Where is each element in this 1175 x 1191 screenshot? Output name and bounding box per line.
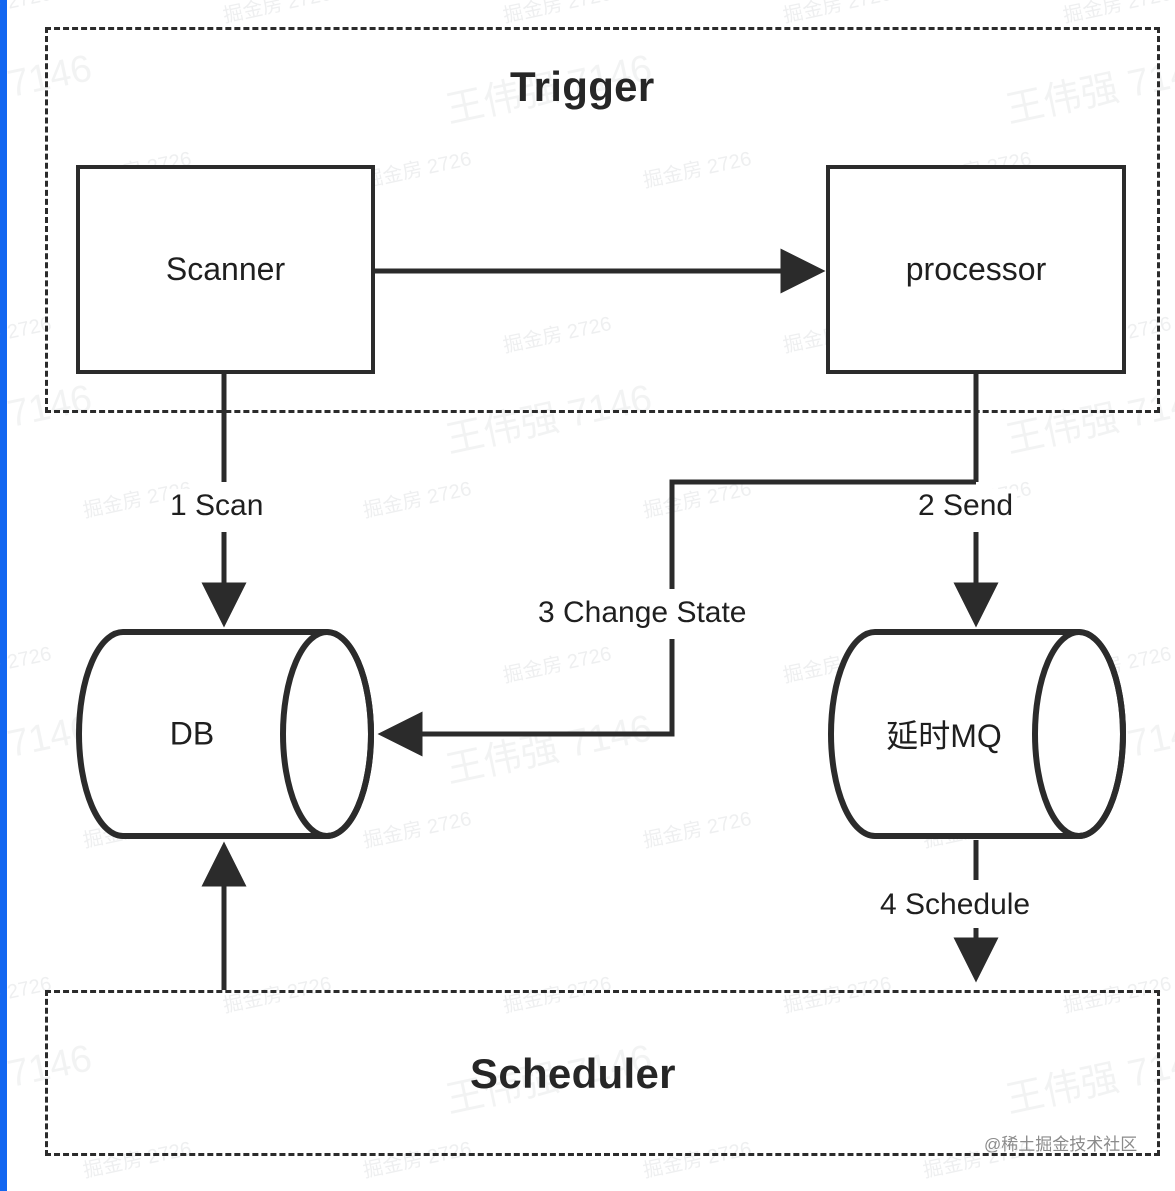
watermark-secondary: 掘金房 2726 <box>501 0 614 28</box>
watermark-secondary: 掘金房 2726 <box>641 477 754 523</box>
mq-cylinder-shape <box>828 629 1126 839</box>
left-accent-rail <box>0 0 7 1191</box>
node-processor[interactable]: processor <box>826 165 1126 374</box>
edge-label-change-state: 3 Change State <box>534 596 751 630</box>
node-mq[interactable]: 延时MQ <box>827 628 1127 840</box>
group-trigger-title: Trigger <box>510 63 655 110</box>
node-scanner-label: Scanner <box>165 251 286 287</box>
group-trigger <box>45 27 1160 413</box>
watermark-secondary: 掘金房 2726 <box>221 0 334 28</box>
group-scheduler <box>45 990 1160 1156</box>
node-db-label: DB <box>169 715 215 752</box>
edge-label-send: 2 Send <box>914 489 1018 523</box>
watermark-secondary: 掘金房 2726 <box>501 642 614 688</box>
watermark-secondary: 掘金房 2726 <box>641 807 754 853</box>
watermark-secondary: 掘金房 2726 <box>781 0 894 28</box>
node-mq-label: 延时MQ <box>886 718 1002 754</box>
watermark-secondary: 掘金房 2726 <box>1061 0 1174 28</box>
watermark-secondary: 掘金房 2726 <box>361 807 474 853</box>
edge-processor-db-tail <box>377 639 675 757</box>
watermark-secondary: 掘金房 2726 <box>0 0 54 28</box>
credit-text: @稀土掘金技术社区 <box>984 1135 1138 1154</box>
db-cylinder-shape <box>76 629 374 839</box>
node-db[interactable]: DB <box>75 628 375 840</box>
watermark-primary: 王伟强 7146 <box>442 707 656 792</box>
node-scanner[interactable]: Scanner <box>76 165 375 374</box>
edge-label-schedule: 4 Schedule <box>876 888 1035 922</box>
watermark-secondary: 掘金房 2726 <box>0 642 54 687</box>
edge-label-scan: 1 Scan <box>166 489 268 523</box>
watermark-secondary: 掘金房 2726 <box>361 477 474 523</box>
node-processor-label: processor <box>905 251 1047 287</box>
group-scheduler-title: Scheduler <box>470 1050 676 1097</box>
